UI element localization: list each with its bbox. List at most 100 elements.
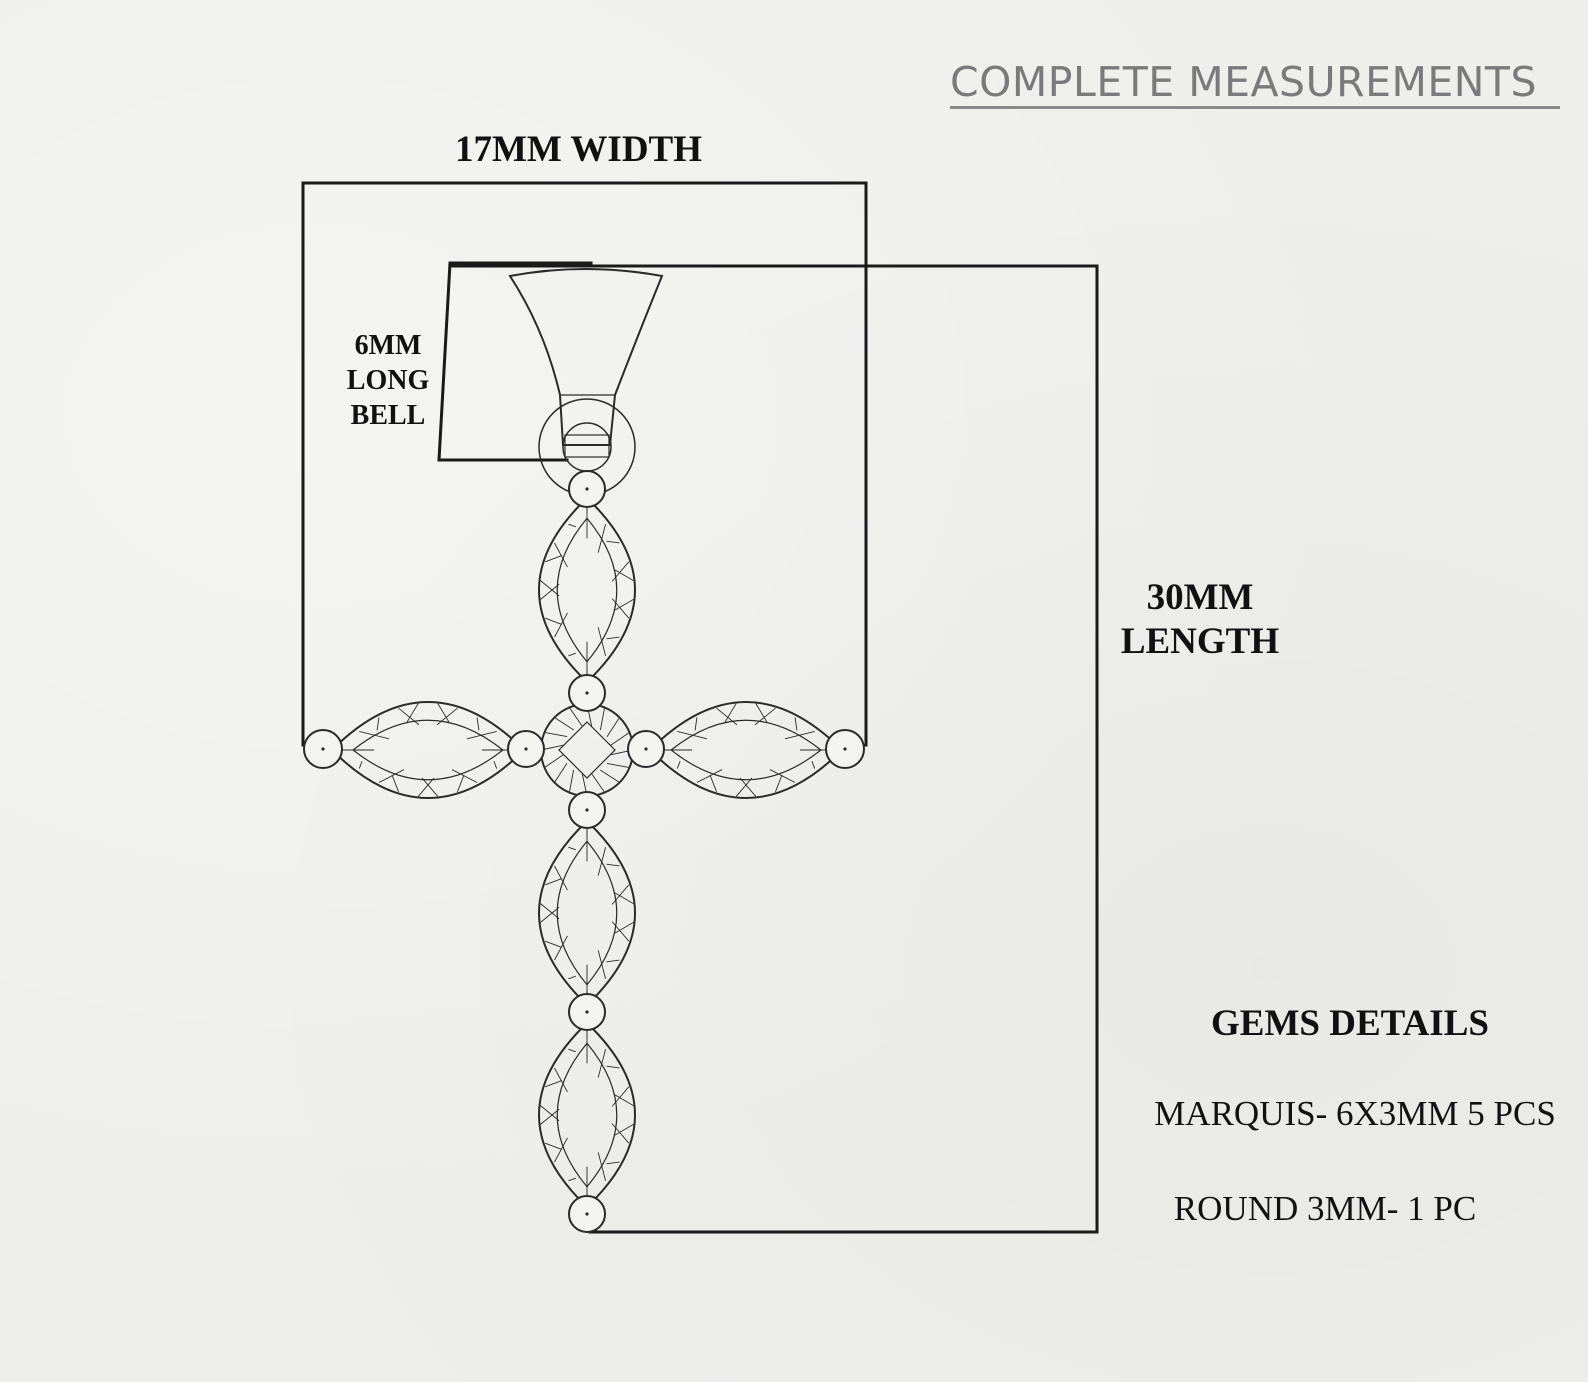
marquis-stone (330, 701, 526, 799)
bell-label-line: LONG (346, 365, 430, 396)
marquis-table (556, 1042, 618, 1188)
marquis-stones (330, 496, 844, 1209)
marquis-facet (457, 774, 465, 792)
marquis-facet (554, 865, 568, 891)
round-beads (303, 470, 865, 1233)
page-title: COMPLETE MEASUREMENTS (950, 58, 1560, 109)
marquis-facet (606, 959, 620, 963)
bell-label-line: 6MM (354, 330, 422, 361)
marquis-facet (735, 777, 753, 797)
marquis-stone (648, 701, 844, 799)
marquis-stone (538, 1021, 636, 1209)
marquis-facet (391, 774, 399, 792)
length-label-line: 30MM (1146, 577, 1254, 618)
marquis-table (352, 719, 504, 781)
marquis-facet (378, 769, 405, 783)
marquis-facet (606, 540, 620, 544)
marquis-facet (755, 703, 768, 723)
marquis-facet (437, 703, 450, 723)
marquis-facet (606, 1161, 620, 1165)
gems-details-heading: GEMS DETAILS (1211, 1003, 1489, 1044)
marquis-facet (769, 769, 796, 783)
marquis-facet (540, 583, 560, 600)
marquis-facet (540, 1108, 560, 1125)
marquis-facet (554, 1137, 568, 1163)
marquis-facet (436, 707, 458, 726)
marquis-facet (716, 707, 738, 726)
marquis-facet (597, 1049, 607, 1078)
bell-label-line: BELL (350, 400, 426, 431)
marquis-facet (568, 846, 576, 851)
marquis-facet (554, 612, 568, 638)
marquis-facet (614, 1094, 634, 1106)
marquis-facet (417, 777, 435, 797)
marquis-facet (709, 774, 717, 792)
marquis-facet (614, 1124, 634, 1136)
marquis-facet (398, 707, 420, 726)
marquis-facet (606, 1065, 620, 1069)
marquis-table (556, 517, 618, 663)
marquis-facet (540, 906, 560, 923)
marquis-facet (476, 717, 480, 731)
marquis-facet (597, 847, 607, 876)
marquis-stone (538, 819, 636, 1007)
marquis-facet (614, 892, 634, 904)
marquis-facet (606, 636, 620, 640)
marquis-facet (611, 1086, 630, 1107)
marquis-facet (540, 580, 560, 597)
marquis-facet (794, 717, 798, 731)
marquis-facet (493, 761, 498, 769)
gem-detail-marquis: MARQUIS- 6X3MM 5 PCS (1154, 1094, 1556, 1133)
marquis-facet (554, 935, 568, 961)
marquis-facet (540, 903, 560, 920)
marquis-facet (724, 703, 737, 723)
marquis-facet (545, 940, 563, 948)
marquis-facet (406, 703, 419, 723)
bead-center (585, 808, 589, 812)
marquis-facet (597, 524, 607, 553)
marquis-facet (677, 730, 708, 740)
marquis-facet (554, 542, 568, 568)
marquis-facet (421, 777, 439, 797)
bell-label: 6MM LONG BELL (338, 328, 438, 433)
marquis-facet (811, 761, 816, 769)
bead-center (321, 747, 325, 751)
marquis-table (670, 719, 822, 781)
center-round-stone (540, 703, 634, 797)
width-dimension-line (301, 181, 868, 747)
marquis-facet (545, 878, 563, 886)
marquis-facet (614, 922, 634, 934)
marquis-facet (614, 599, 634, 611)
marquis-facet (754, 707, 776, 726)
width-label: 17MM WIDTH (455, 129, 703, 170)
marquis-facet (554, 1067, 568, 1093)
marquis-facet (568, 523, 576, 528)
marquis-facet (611, 884, 630, 905)
marquis-facet (611, 598, 630, 619)
marquis-stone (538, 496, 636, 684)
marquis-facet (611, 1123, 630, 1144)
marquis-facet (611, 921, 630, 942)
marquis-facet (784, 730, 815, 740)
marquis-facet (466, 730, 497, 740)
marquis-facet (676, 761, 681, 769)
marquis-facet (739, 777, 757, 797)
marquis-facet (568, 1177, 576, 1182)
marquis-facet (358, 761, 363, 769)
length-label: 30MM LENGTH (1110, 576, 1290, 664)
bail-ring-inner (562, 422, 612, 472)
bell-dimension-line (437, 261, 593, 462)
bead-center (644, 747, 648, 751)
marquis-facet (545, 617, 563, 625)
marquis-table (556, 840, 618, 986)
bead-center (585, 487, 589, 491)
gem-detail-round: ROUND 3MM- 1 PC (1173, 1189, 1477, 1228)
bead-center (585, 1010, 589, 1014)
marquis-facet (376, 717, 380, 731)
length-label-line: LENGTH (1120, 621, 1280, 662)
marquis-facet (540, 1105, 560, 1122)
marquis-facet (606, 863, 620, 867)
bell-shape (508, 268, 664, 446)
marquis-facet (545, 1142, 563, 1150)
